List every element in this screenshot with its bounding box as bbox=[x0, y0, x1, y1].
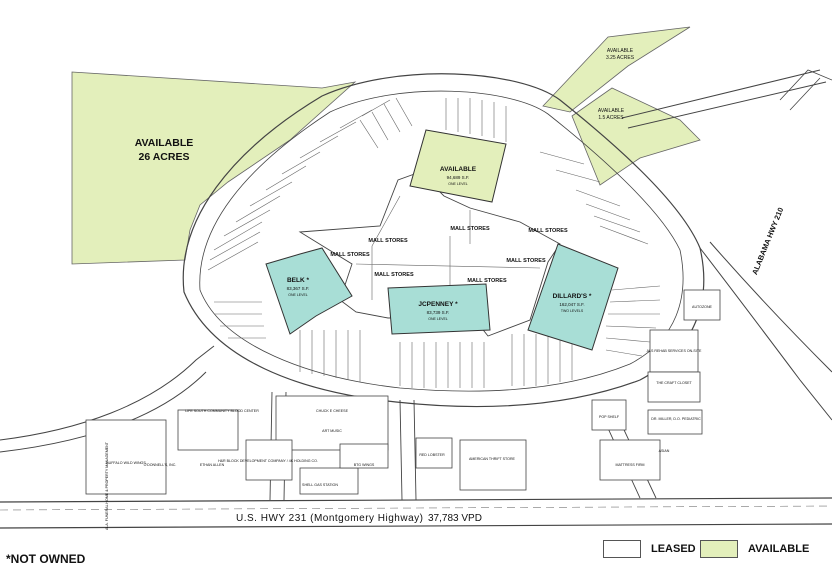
anchor-jcpenney-name: JCPENNEY * bbox=[418, 301, 458, 308]
anchor-dillards-area: 162,047 S.F. bbox=[559, 302, 584, 307]
mall-stores-label: MALL STORES bbox=[368, 238, 408, 244]
legend-leased-label: LEASED bbox=[651, 543, 696, 555]
outparcel-blood: LIFE SOUTH COMMUNITY BLOOD CENTER bbox=[185, 409, 259, 413]
hwy-210-road bbox=[621, 69, 832, 421]
mall-stores-label: MALL STORES bbox=[506, 258, 546, 264]
outparcel-btg: BTG WINGS bbox=[354, 463, 375, 467]
outparcel-dr: DR. MILLER, D.O. PEDIATRIC bbox=[651, 417, 701, 421]
parcel-26-size: 26 ACRES bbox=[139, 151, 190, 163]
anchor-belk-name: BELK * bbox=[287, 277, 310, 284]
outparcel-redlobster: RED LOBSTER bbox=[419, 453, 445, 457]
anchor-center-levels: ONE LEVEL bbox=[448, 182, 468, 186]
mall-stores-label: MALL STORES bbox=[467, 278, 507, 284]
outparcel-asian: ASIAN bbox=[659, 449, 670, 453]
outparcel-oday: O'DONNELL'S, INC. bbox=[144, 463, 177, 467]
anchor-dillards-levels: TWO LEVELS bbox=[561, 309, 584, 313]
hwy-210-label: ALABAMA HWY 210 bbox=[750, 206, 785, 276]
mall-outline bbox=[298, 171, 561, 337]
anchor-dillards-name: DILLARD'S * bbox=[553, 293, 592, 300]
anchor-available-center[interactable] bbox=[409, 129, 507, 203]
legend-leased: LEASED bbox=[603, 536, 696, 562]
parcel-15-title: AVAILABLE bbox=[598, 108, 625, 114]
ring-road-outer bbox=[182, 73, 705, 408]
mall-stores-label: MALL STORES bbox=[528, 228, 568, 234]
outparcel-plaza: ALA. FUNERAL HOME & PROPERTY MANAGEMENT bbox=[105, 441, 109, 530]
parcel-available-1-5-acres[interactable] bbox=[571, 87, 701, 186]
mall-stores-label: MALL STORES bbox=[450, 226, 490, 232]
legend-available-label: AVAILABLE bbox=[748, 543, 810, 555]
outparcel-tax: H&R BLOCK DEVELOPMENT COMPANY / 4K HOLDI… bbox=[218, 459, 318, 463]
mall-stores-label: MALL STORES bbox=[374, 272, 414, 278]
outparcel-shell: SHELL GAS STATION bbox=[302, 483, 338, 487]
outparcel-ethan: ETHAN ALLEN bbox=[200, 463, 225, 467]
outparcel-mattress: MATTRESS FIRM bbox=[615, 463, 644, 467]
anchor-jcpenney-area: 83,739 S.F. bbox=[427, 310, 450, 315]
outparcel-thrift: AMERICAN THRIFT STORE bbox=[469, 457, 516, 461]
outparcel-buffalo: BUFFALO WILD WINGS bbox=[106, 461, 146, 465]
parcel-available-3-25-acres[interactable] bbox=[542, 26, 691, 113]
mall-stores-label: MALL STORES bbox=[330, 252, 370, 258]
parking-stalls bbox=[207, 97, 661, 388]
anchor-belk-area: 83,367 S.F. bbox=[287, 286, 310, 291]
legend-available: AVAILABLE bbox=[700, 536, 809, 562]
outparcel-craft: THE CRAFT CLOSET bbox=[656, 381, 692, 385]
legend-leased-swatch bbox=[603, 540, 641, 558]
hwy-231-traffic-count: 37,783 VPD bbox=[428, 513, 482, 524]
parcel-available-26-acres[interactable] bbox=[71, 71, 357, 265]
outparcel-art: ART MUSIC bbox=[322, 429, 342, 433]
anchor-center-area: 94,689 S.F. bbox=[447, 175, 470, 180]
parcel-15-size: 1.5 ACRES bbox=[598, 115, 624, 121]
legend-available-swatch bbox=[700, 540, 738, 558]
outparcel-rehab: ALS REHAB SERVICES ON-SITE bbox=[647, 349, 702, 353]
outparcel-chuck: CHUCK E CHEESE bbox=[316, 409, 349, 413]
anchor-center-name: AVAILABLE bbox=[440, 166, 477, 173]
hwy-210-ramp bbox=[779, 69, 832, 111]
hwy-231-label: U.S. HWY 231 (Montgomery Highway) bbox=[236, 513, 424, 524]
outparcel-buildings bbox=[85, 289, 721, 495]
footnote-not-owned: *NOT OWNED bbox=[6, 552, 86, 566]
mall-corridors bbox=[355, 195, 541, 306]
hwy-231-center bbox=[0, 505, 832, 511]
hwy-231-edge-bottom bbox=[0, 523, 832, 529]
anchor-belk-levels: ONE LEVEL bbox=[288, 293, 308, 297]
anchor-dillards[interactable] bbox=[527, 243, 619, 351]
outparcel-autozone: AUTOZONE bbox=[692, 305, 713, 309]
parcel-325-title: AVAILABLE bbox=[607, 48, 634, 54]
parcel-325-size: 3.25 ACRES bbox=[606, 55, 635, 61]
anchor-jcpenney-levels: ONE LEVEL bbox=[428, 317, 448, 321]
anchor-belk[interactable] bbox=[265, 247, 353, 335]
outparcel-shelf: POP SHELF bbox=[599, 415, 620, 419]
anchor-jcpenney[interactable] bbox=[387, 283, 491, 335]
parcel-26-title: AVAILABLE bbox=[135, 137, 194, 149]
ring-road-inner bbox=[199, 90, 684, 392]
